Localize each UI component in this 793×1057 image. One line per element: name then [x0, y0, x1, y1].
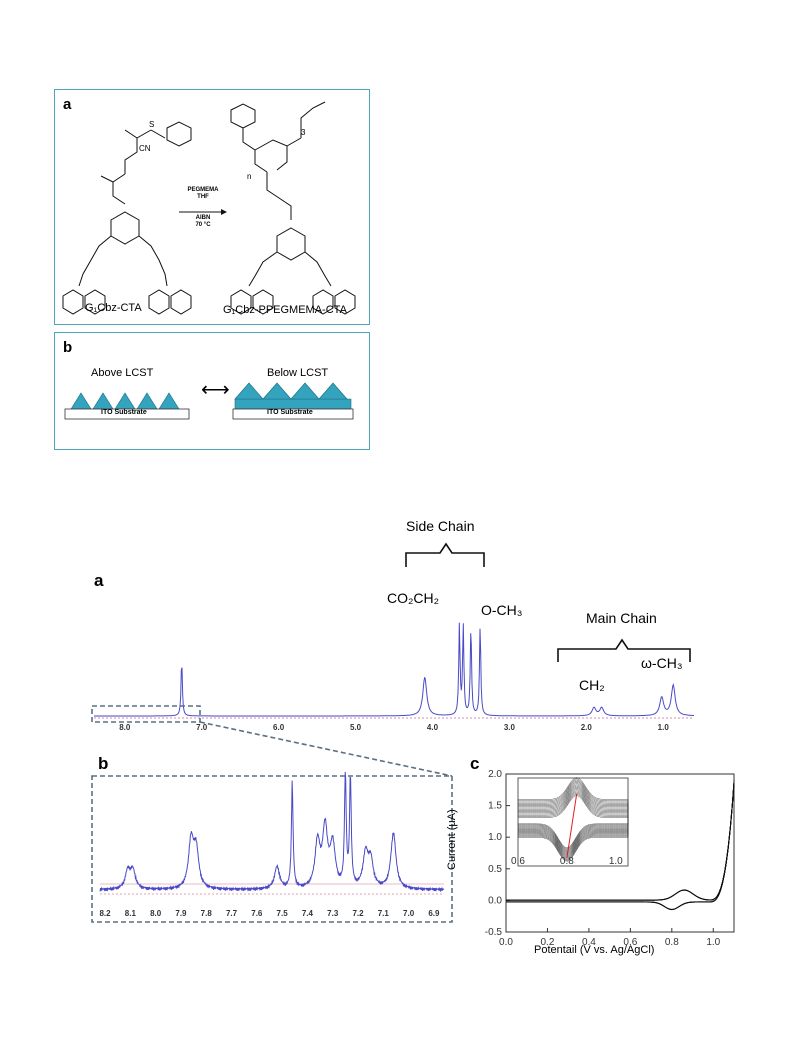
transition-arrow: ⟷ [201, 379, 230, 401]
ch2-label: CH₂ [579, 677, 605, 693]
reactant-structure [62, 101, 356, 315]
cv-x-tick: 0.2 [541, 937, 555, 948]
cv-ylabel: Current (μA) [446, 809, 458, 870]
nmr-x-tick: 8.0 [119, 723, 131, 732]
cv-label-c: c [470, 754, 480, 773]
nmr-zoom-x-tick: 7.2 [352, 909, 364, 918]
main-chain-label: Main Chain [586, 610, 657, 626]
panel-label-a: a [63, 96, 72, 113]
below-lcst-title: Below LCST [267, 367, 329, 379]
nmr-zoom-x-tick: 7.5 [277, 909, 289, 918]
panel-label-b: b [63, 339, 73, 356]
nmr-zoom-x-tick: 7.7 [226, 909, 238, 918]
cv-inset-peak-shift [566, 793, 578, 859]
cv-x-tick: 0.0 [499, 937, 513, 948]
cv-inset-trace [518, 777, 629, 862]
nmr-zoom-x-tick: 7.1 [378, 909, 390, 918]
s-label: S [149, 120, 155, 129]
cv-y-tick: 0.5 [488, 864, 502, 875]
condition-solvent: THF [197, 194, 209, 200]
omega-ch3-label: ω-CH₃ [641, 655, 683, 671]
cv-inset-x-tick: 1.0 [609, 856, 623, 867]
scheme-panel-a: a [54, 89, 370, 325]
och3-label: O-CH₃ [481, 602, 523, 618]
cn-label: CN [139, 144, 151, 153]
nmr-x-tick: 4.0 [427, 723, 439, 732]
nmr-x-tick: 7.0 [196, 723, 208, 732]
above-lcst-title: Above LCST [91, 367, 154, 379]
nmr-x-tick: 3.0 [504, 723, 516, 732]
condition-monomer: PEGMEMA [187, 187, 219, 193]
conditions-below: AIBN 70 °C [177, 215, 229, 229]
cv-y-tick: -0.5 [485, 927, 503, 938]
nmr-zoom-x-tick: 7.0 [403, 909, 415, 918]
cv-inset-x-tick: 0.8 [560, 856, 574, 867]
cv-x-tick: 1.0 [706, 937, 720, 948]
nmr-zoom-x-tick: 8.0 [150, 909, 162, 918]
cv-x-tick: 0.4 [582, 937, 596, 948]
condition-temperature: 70 °C [195, 222, 211, 228]
three-label: 3 [301, 128, 306, 137]
nmr-label-a: a [94, 571, 104, 590]
lcst-diagram [64, 382, 354, 420]
cv-x-tick: 0.8 [665, 937, 679, 948]
cv-inset-frame [517, 777, 629, 867]
nmr-x-tick: 6.0 [273, 723, 285, 732]
cv-y-tick: 1.0 [488, 832, 502, 843]
condition-initiator: AIBN [195, 215, 211, 221]
nmr-zoom-trace [99, 771, 445, 892]
nmr-zoom-x-tick: 8.1 [125, 909, 137, 918]
nmr-trace [94, 622, 694, 717]
substrate-left: ITO Substrate [101, 409, 147, 416]
cv-x-tick: 0.6 [623, 937, 637, 948]
nmr-zoom-x-tick: 7.9 [175, 909, 187, 918]
nmr-zoom-x-tick: 7.4 [302, 909, 314, 918]
nmr-x-tick: 1.0 [658, 723, 670, 732]
nmr-zoom-x-tick: 7.8 [201, 909, 213, 918]
n-label: n [247, 172, 252, 181]
nmr-spectrum-main: 8.0 7.0 6.0 5.0 4.0 3.0 2.0 1.0 [94, 622, 694, 732]
cv-xlabel: Potentail (V vs. Ag/AgCl) [534, 944, 655, 956]
nmr-x-tick: 5.0 [350, 723, 362, 732]
cv-inset-x-tick: 0.6 [511, 856, 525, 867]
scheme-panel-b: b Above LCST Below LCST ⟷ ITO Substrate … [54, 332, 370, 450]
nmr-zoom-x-tick: 7.3 [327, 909, 339, 918]
product-name: G₁Cbz-PPEGMEMA-CTA [223, 304, 347, 316]
cv-y-tick: 0.0 [488, 895, 502, 906]
nmr-zoom-x-tick: 6.9 [428, 909, 440, 918]
nmr-label-b: b [98, 754, 109, 773]
substrate-right: ITO Substrate [267, 409, 313, 416]
reaction-conditions-lower: THF [177, 194, 229, 201]
reactant-name: G₁Cbz-CTA [85, 302, 142, 314]
side-chain-label: Side Chain [406, 518, 475, 534]
nmr-spectrum-zoom: 8.2 8.1 8.0 7.9 7.8 7.7 7.6 7.5 7.4 7.3 7.2 7.1 7.0 6… [99, 771, 445, 918]
nmr-x-tick: 2.0 [581, 723, 593, 732]
nmr-zoom-x-tick: 7.6 [251, 909, 263, 918]
nmr-zoom-x-tick: 8.2 [99, 909, 111, 918]
reaction-conditions: PEGMEMA [177, 187, 229, 194]
co2ch2-label: CO₂CH₂ [387, 590, 440, 606]
cv-cycle-trace [506, 779, 735, 911]
cv-y-tick: 1.5 [488, 801, 502, 812]
cv-y-tick: 2.0 [488, 769, 502, 780]
